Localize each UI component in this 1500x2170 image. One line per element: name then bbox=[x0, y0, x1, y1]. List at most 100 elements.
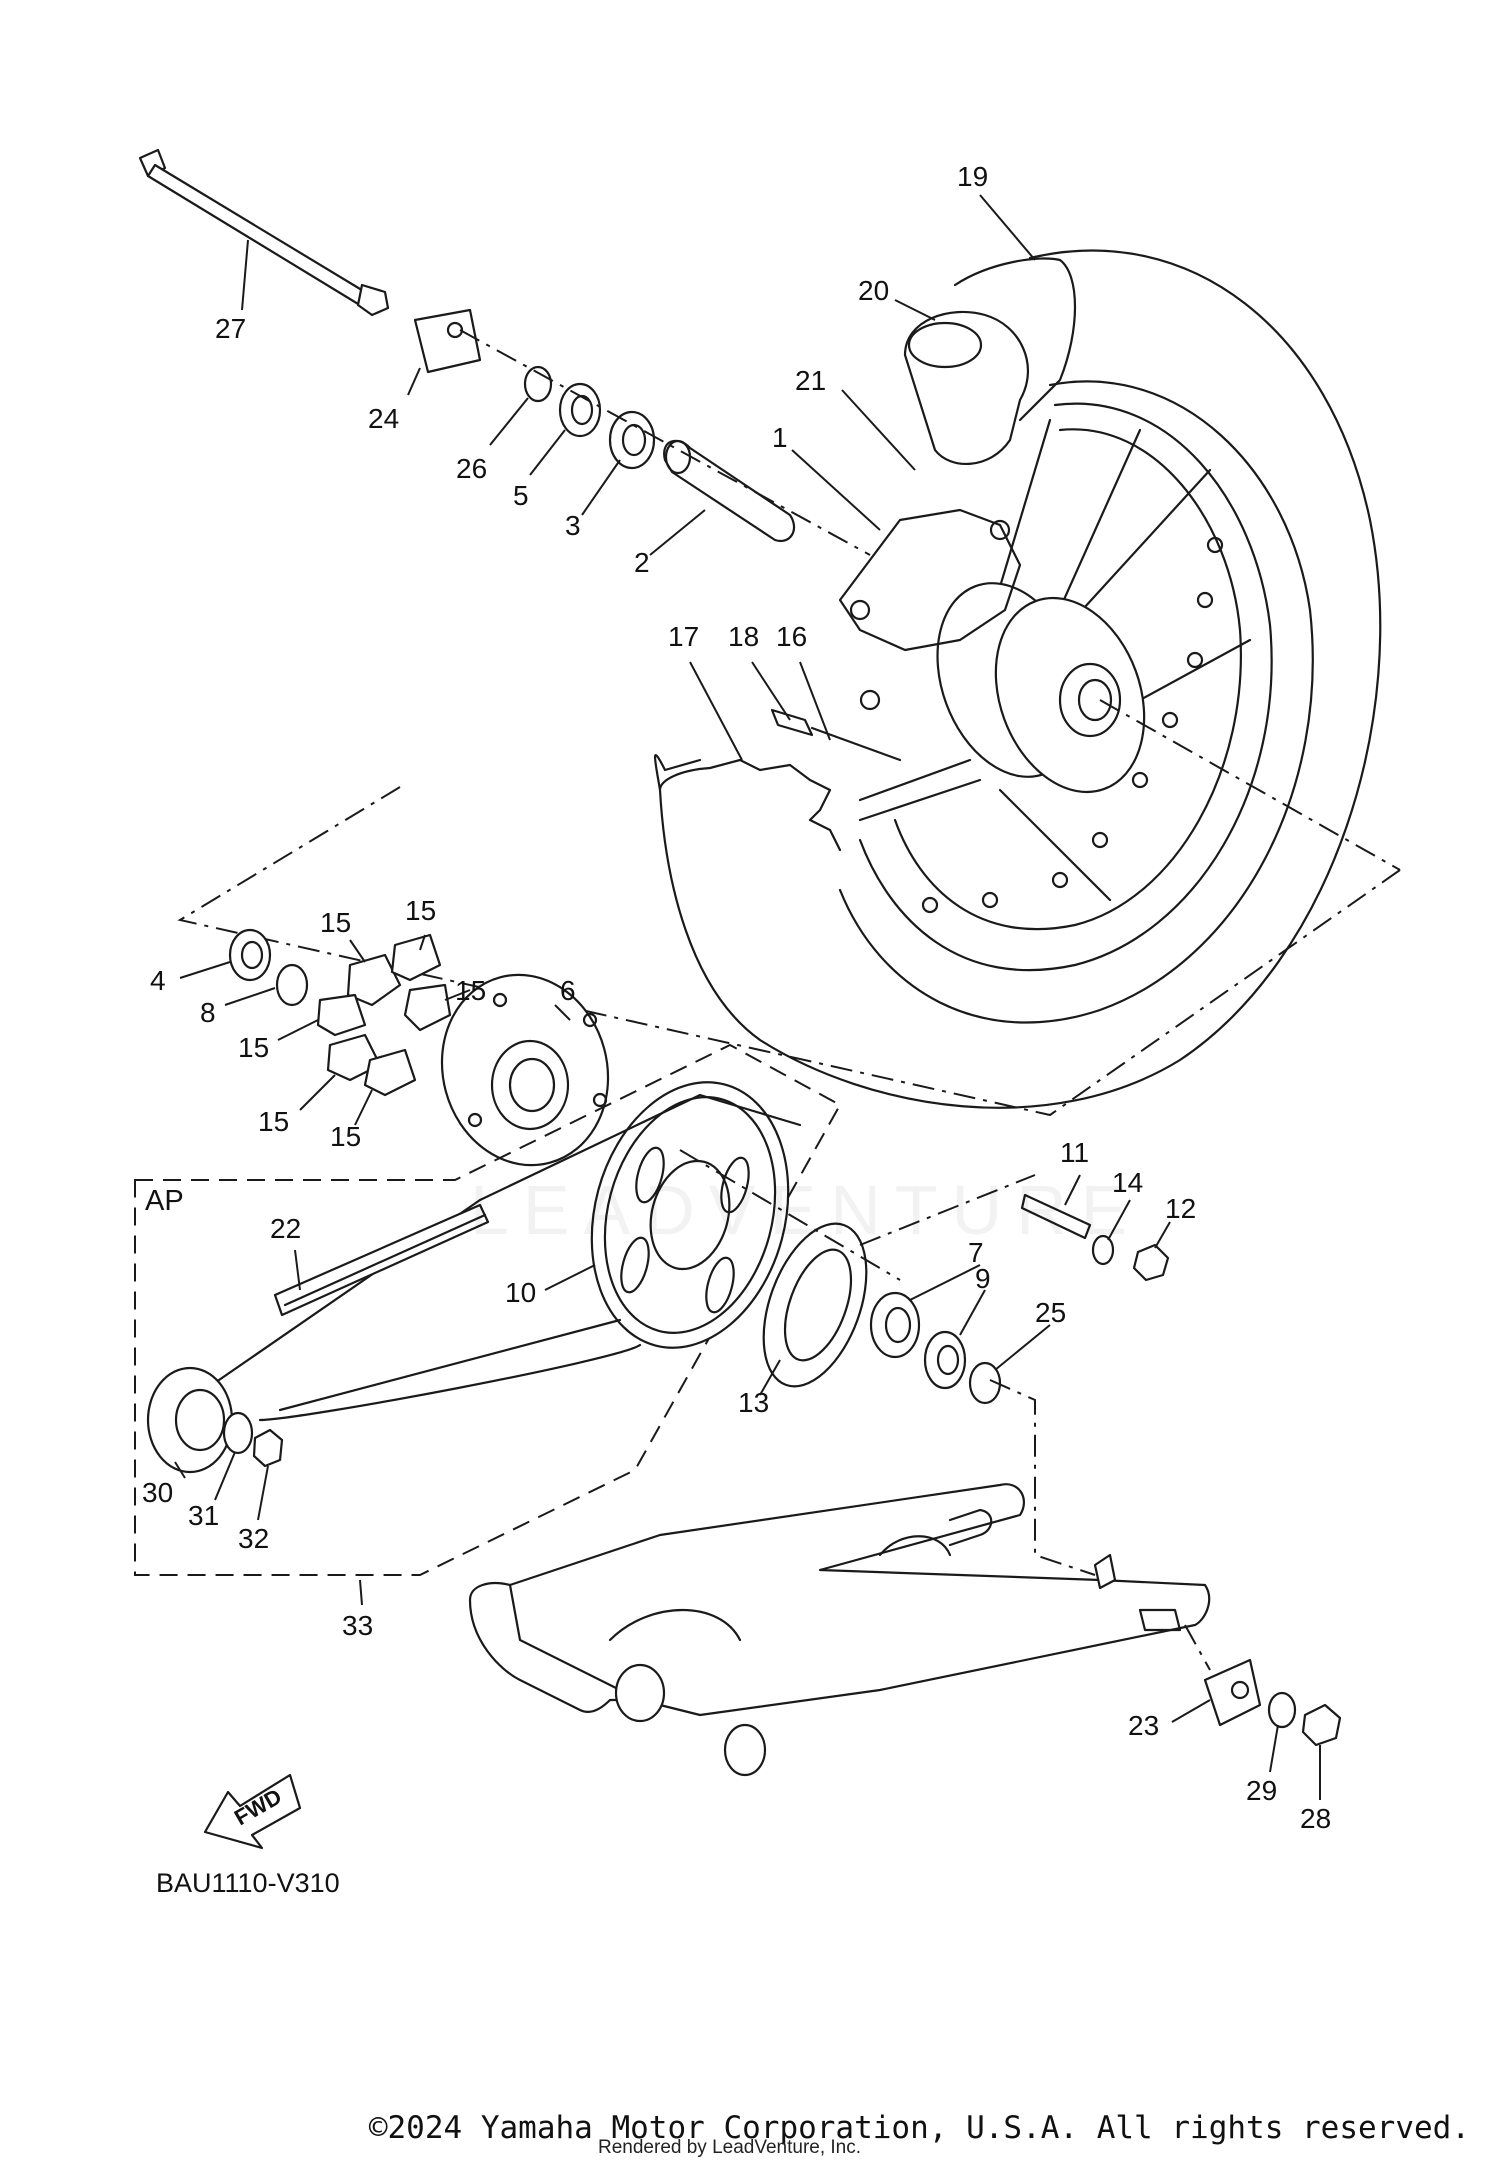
diagram-code: BAU1110-V310 bbox=[156, 1868, 340, 1898]
sprocket-hub-6 bbox=[440, 973, 610, 1167]
spoke bbox=[998, 788, 1112, 902]
leader-14 bbox=[1107, 1199, 1131, 1241]
leader-10 bbox=[544, 1264, 596, 1291]
fwd-direction-arrow: FWD bbox=[203, 1773, 302, 1850]
swingarm-slot-rear bbox=[948, 1508, 993, 1547]
bearing-7-bore bbox=[884, 1306, 912, 1344]
rim-hole bbox=[921, 896, 939, 914]
tire-bead-top bbox=[953, 257, 1077, 422]
leader-15d bbox=[277, 1019, 319, 1041]
damper bbox=[326, 1033, 382, 1082]
leader-7 bbox=[909, 1264, 981, 1301]
leader-24 bbox=[407, 367, 421, 396]
hub-axis-line bbox=[679, 1149, 901, 1281]
leader-15c bbox=[444, 989, 471, 1001]
leader-3 bbox=[581, 459, 621, 516]
axle-thread bbox=[356, 283, 390, 317]
leader-13 bbox=[759, 1359, 781, 1396]
callout-4: 4 bbox=[150, 965, 166, 996]
copyright-footer: ©2024 Yamaha Motor Corporation, U.S.A. A… bbox=[368, 2110, 1470, 2146]
damper-set-15 bbox=[316, 933, 452, 1097]
leader-33 bbox=[359, 1579, 363, 1606]
swingarm-outline bbox=[468, 1483, 1211, 1717]
leader-17 bbox=[689, 661, 743, 761]
chain-adjuster-plate-left bbox=[413, 308, 482, 374]
rendered-by-footer: Rendered by LeadVenture, Inc. bbox=[598, 2137, 862, 2158]
sprocket-cutout bbox=[620, 1236, 650, 1294]
callout-6: 6 bbox=[560, 975, 576, 1006]
callout-20: 20 bbox=[858, 275, 889, 306]
axle-centerline-wheel bbox=[1099, 699, 1401, 871]
leader-2 bbox=[649, 509, 706, 556]
collar-25 bbox=[968, 1361, 1002, 1405]
leader-9 bbox=[959, 1289, 986, 1336]
damper bbox=[363, 1048, 417, 1097]
tire-cutaway bbox=[658, 758, 842, 852]
valve-cap-18 bbox=[770, 708, 814, 737]
leader-6 bbox=[554, 1004, 571, 1021]
lower-mount bbox=[723, 1723, 767, 1777]
axle-shaft bbox=[146, 163, 377, 312]
leader-8 bbox=[224, 987, 276, 1006]
rim-hole bbox=[1206, 536, 1224, 554]
callout-21: 21 bbox=[795, 365, 826, 396]
bearing-3 bbox=[608, 410, 656, 470]
tire-inner-wall bbox=[838, 380, 1314, 1024]
callout-15-b: 15 bbox=[405, 895, 436, 926]
callout-18: 18 bbox=[728, 621, 759, 652]
leader-15b bbox=[419, 934, 426, 951]
hub-stud-hole bbox=[467, 1112, 483, 1128]
rim-hole bbox=[1051, 871, 1069, 889]
callout-7: 7 bbox=[968, 1237, 984, 1268]
nut-12 bbox=[1132, 1243, 1170, 1282]
callout-15-c: 15 bbox=[455, 975, 486, 1006]
callout-12: 12 bbox=[1165, 1193, 1196, 1224]
hub-bolt-hole bbox=[989, 519, 1011, 541]
axle-slot bbox=[1138, 1608, 1182, 1632]
rim-hole bbox=[1161, 711, 1179, 729]
drive-sprocket-spline bbox=[174, 1388, 226, 1452]
callout-29: 29 bbox=[1246, 1775, 1277, 1806]
damper bbox=[403, 983, 452, 1032]
ap-label: AP bbox=[145, 1185, 184, 1217]
hub-stud-hole bbox=[592, 1092, 608, 1108]
leader-25 bbox=[994, 1324, 1051, 1371]
leadventure-watermark: LEADVENTURE bbox=[470, 1171, 1142, 1249]
leader-22 bbox=[294, 1249, 301, 1291]
hub-bolt-hole bbox=[849, 599, 871, 621]
leader-1 bbox=[791, 449, 881, 531]
callout-15-e: 15 bbox=[258, 1106, 289, 1137]
rear-sprocket-10 bbox=[590, 1081, 790, 1349]
collar-8 bbox=[275, 963, 309, 1007]
swingarm bbox=[468, 1483, 1211, 1777]
hub-bearing-seat bbox=[1058, 662, 1122, 738]
callout-15-f: 15 bbox=[330, 1121, 361, 1152]
nut-28 bbox=[1301, 1703, 1342, 1747]
lock-washer-31 bbox=[222, 1411, 254, 1455]
callout-13: 13 bbox=[738, 1387, 769, 1418]
chain-link-line bbox=[283, 1213, 487, 1307]
hub-disc-flange bbox=[838, 508, 1022, 652]
swingarm-slot bbox=[878, 1535, 952, 1557]
leader-31 bbox=[214, 1451, 236, 1501]
hub-boss-bore bbox=[508, 1057, 556, 1113]
leader-4 bbox=[179, 961, 231, 979]
leader-26 bbox=[489, 397, 529, 446]
callout-23: 23 bbox=[1128, 1710, 1159, 1741]
leader-11 bbox=[1064, 1174, 1081, 1206]
hub-stud-hole bbox=[582, 1012, 598, 1028]
sprocket-bore bbox=[649, 1159, 731, 1271]
callout-17: 17 bbox=[668, 621, 699, 652]
damper bbox=[346, 953, 402, 1007]
spoke bbox=[858, 758, 972, 802]
chain-segment bbox=[273, 1203, 490, 1317]
callout-11: 11 bbox=[1060, 1137, 1089, 1168]
damper bbox=[390, 933, 442, 982]
washer-29 bbox=[1267, 1691, 1297, 1729]
rim-inner bbox=[893, 428, 1242, 931]
leader-16 bbox=[799, 661, 831, 741]
bearing-7 bbox=[869, 1291, 921, 1359]
swingarm-pivot-edge bbox=[508, 1583, 642, 1702]
rim-hole bbox=[1091, 831, 1109, 849]
axle-centerline bbox=[459, 329, 871, 556]
